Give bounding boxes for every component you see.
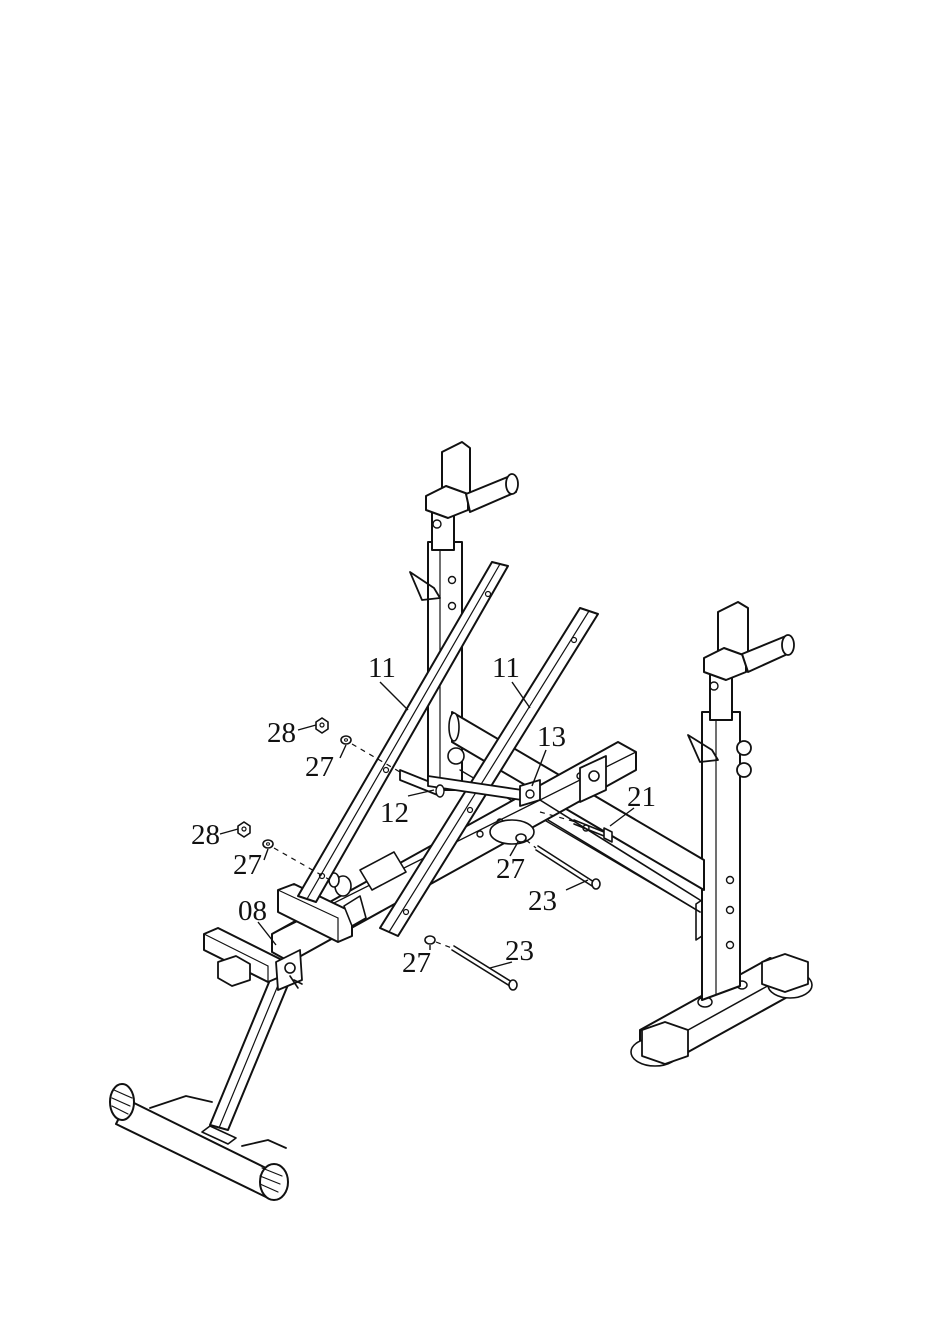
label-11-left: 11 — [368, 652, 396, 684]
label-11-right: 11 — [492, 652, 520, 684]
front-leg — [110, 975, 290, 1200]
part-23-bolts — [452, 846, 600, 990]
rear-cross-tube — [449, 712, 704, 912]
label-12: 12 — [380, 797, 409, 829]
label-13: 13 — [537, 721, 566, 753]
label-28-upper: 28 — [267, 717, 296, 749]
label-27-bottom: 27 — [402, 947, 431, 979]
label-23-lower: 23 — [505, 935, 534, 967]
label-27-lower: 27 — [233, 849, 262, 881]
label-27-center: 27 — [496, 853, 525, 885]
label-23-upper: 23 — [528, 885, 557, 917]
label-21: 21 — [627, 781, 656, 813]
label-27-upper: 27 — [305, 751, 334, 783]
label-28-lower: 28 — [191, 819, 220, 851]
label-08: 08 — [238, 895, 267, 927]
